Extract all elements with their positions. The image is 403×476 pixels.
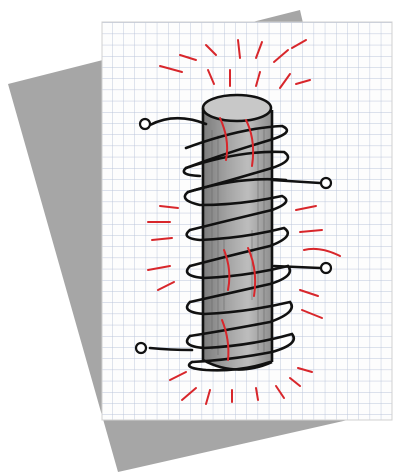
illustration xyxy=(0,0,403,476)
coil-sketch-illustration xyxy=(0,0,403,476)
